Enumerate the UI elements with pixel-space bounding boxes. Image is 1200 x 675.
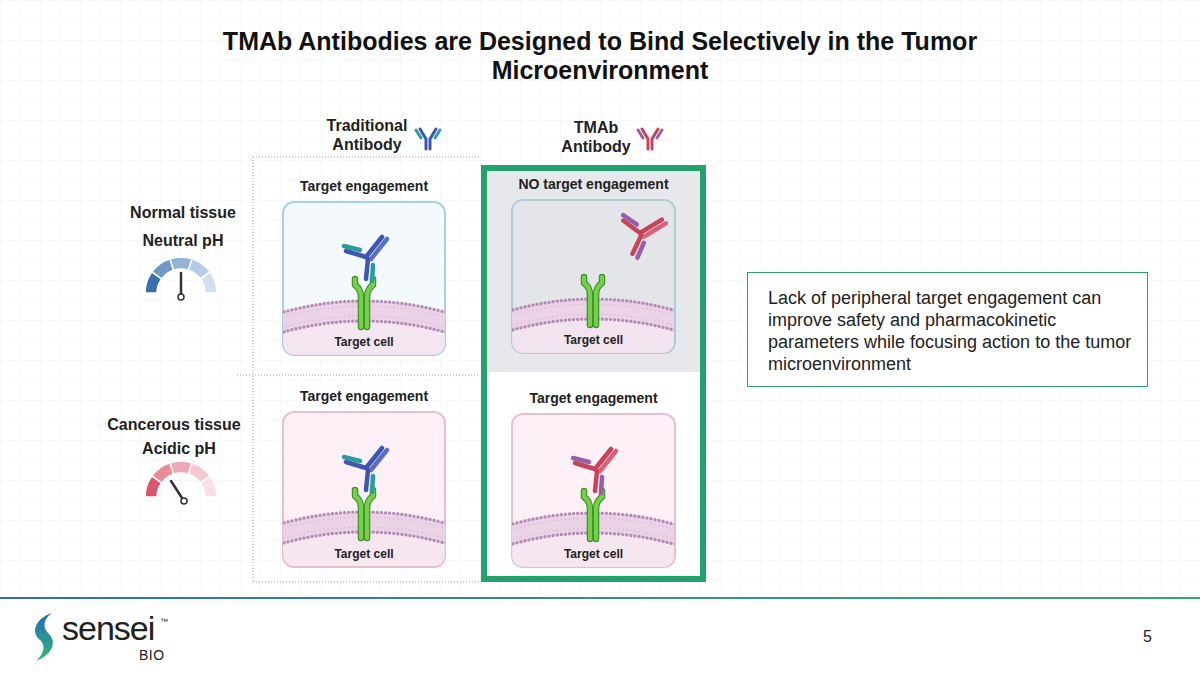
svg-path: [416, 130, 421, 138]
antibody-icon: [638, 129, 662, 149]
page-number: 5: [1143, 628, 1152, 646]
cell-membrane: [280, 490, 448, 572]
svg-path: [170, 461, 192, 474]
tissue-panel: NO target engagementTarget cell: [511, 199, 676, 354]
svg-path: [420, 129, 426, 149]
grid-paper: [0, 0, 1200, 598]
svg-circle: [178, 294, 184, 300]
trademark: ™: [160, 617, 168, 627]
tissue-panel: Target engagementTarget cell: [282, 411, 446, 568]
svg-circle: [181, 498, 187, 504]
callout-text: Lack of peripheral target engagement can…: [768, 287, 1133, 375]
svg-path: [200, 272, 217, 293]
svg-path: [170, 257, 192, 270]
svg-path: [145, 272, 162, 293]
free-antibody: [611, 207, 666, 263]
antibody-icon: [416, 129, 440, 149]
footer-rule: [0, 597, 1200, 599]
panel-heading: Target engagement: [300, 388, 428, 404]
callout-box: Lack of peripheral target engagement can…: [747, 272, 1148, 387]
tissue-panel: Target engagementTarget cell: [282, 201, 446, 356]
svg-path: [642, 129, 648, 149]
ph-gauge: [145, 461, 217, 504]
row-label: Neutral pH: [110, 231, 256, 250]
column-header: TMAb Antibody: [556, 118, 636, 156]
svg-path: [200, 476, 217, 497]
svg-path: [188, 259, 210, 279]
dotted-grid: [237, 157, 480, 582]
panel-heading: Target engagement: [529, 390, 657, 406]
svg-path: [652, 129, 658, 149]
svg-path: [152, 463, 174, 483]
svg-line: [171, 481, 184, 501]
svg-path: [430, 129, 436, 149]
bound-antibody: [344, 237, 387, 281]
dotted-line: [253, 157, 254, 582]
dotted-line: [253, 582, 480, 583]
cell-label: Target cell: [284, 335, 444, 349]
svg-path: [145, 476, 162, 497]
tissue-panel: Target engagementTarget cell: [511, 413, 676, 568]
panel-heading: Target engagement: [300, 178, 428, 194]
slide-title: TMAb Antibodies are Designed to Bind Sel…: [130, 27, 1070, 85]
cell-membrane: [509, 491, 677, 573]
row-label: Normal tissue: [110, 203, 256, 222]
row-label: Acidic pH: [108, 439, 250, 458]
svg-path: [657, 130, 662, 138]
svg-path: [152, 259, 174, 279]
svg-path: [188, 463, 210, 483]
highlight-box: TMAb AntibodyNO target engagementTarget …: [481, 165, 706, 582]
cell-membrane: [280, 279, 448, 361]
bound-antibody: [573, 449, 616, 493]
svg-line: [180, 273, 183, 297]
row-label: Cancerous tissue: [96, 415, 252, 434]
svg-path: [435, 130, 440, 138]
bound-antibody: [344, 448, 387, 492]
logo-text: sensei: [62, 609, 154, 647]
svg-path: [638, 130, 643, 138]
cell-label: Target cell: [513, 547, 674, 561]
logo-text: BIO: [139, 647, 165, 663]
dotted-line: [253, 157, 480, 158]
dotted-line: [237, 375, 480, 376]
cell-label: Target cell: [284, 547, 444, 561]
panel-heading: NO target engagement: [518, 176, 668, 192]
cell-membrane: [509, 277, 677, 359]
logo-mark: [35, 613, 53, 661]
cell-label: Target cell: [513, 333, 674, 347]
ph-gauge: [145, 257, 217, 300]
column-header: Traditional Antibody: [315, 116, 419, 154]
